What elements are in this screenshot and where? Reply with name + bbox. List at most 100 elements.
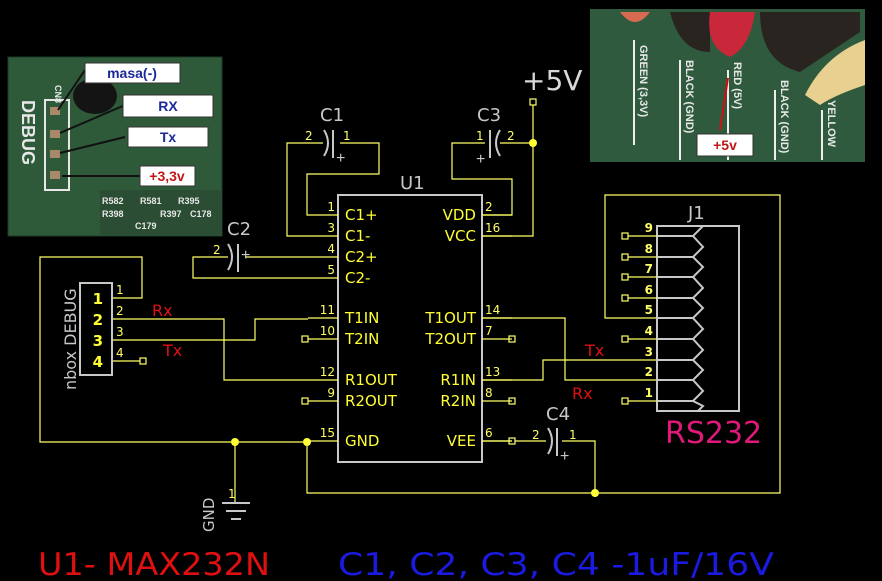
rs232-label: RS232 [665,416,762,451]
callout-tx: Tx [160,129,177,145]
c4-pin-b: 1 [569,428,577,442]
silk-r581: R581 [140,196,162,206]
c3-pin-a: 1 [476,129,484,143]
u1-pin-name: VCC [445,227,476,245]
u1-pin-name: C2+ [345,248,378,266]
silk-r582: R582 [102,196,124,206]
j1-zigzag [691,225,706,412]
silk-black-2: BLACK (GND) [778,80,790,154]
silk-black-1: BLACK (GND) [683,60,695,134]
photo-power-connector: GREEN (3,3V) BLACK (GND) RED (5V) BLACK … [590,9,865,162]
callout-3v3: +3,3v [149,168,185,184]
u1-pin-number: 8 [485,386,493,400]
ic-note: U1- MAX232N [38,547,270,581]
u1-pin-number: 15 [320,426,335,440]
u1-pin-number: 14 [485,303,500,317]
debug-pin-label: 2 [93,311,103,329]
callout-5v: +5v [713,137,737,153]
debug-pin-label: 3 [93,332,103,350]
unconnected-terminal [621,273,629,281]
u1-pin-name: T1IN [344,309,379,327]
c3-ref: C3 [477,105,501,126]
u1-pin-number: 13 [485,365,500,379]
unconnected-terminal [621,232,629,240]
u1-pin-number: 3 [327,221,335,235]
unconnected-terminal [508,335,516,343]
tx-label-left: Tx [162,341,182,360]
capacitor-c2: C2 2 + [213,219,251,272]
u1-pin-name: C1- [345,227,370,245]
u1-pin-number: 6 [485,426,493,440]
plus-icon: + [336,150,345,167]
u1-pin-number: 9 [327,386,335,400]
vcc-terminal [529,98,537,106]
debug-connector-label: nbox DEBUG [61,288,80,390]
u1-pin-number: 12 [320,365,335,379]
unconnected-terminal [621,253,629,261]
debug-pin-number: 1 [116,283,124,297]
j1-pin-number: 2 [645,365,653,379]
capacitor-c4: C4 2 1 + [532,404,577,465]
vcc-label: +5V [522,64,582,97]
unconnected-terminal [621,397,629,405]
callout-rx: RX [158,98,178,114]
j1-pin-number: 4 [645,324,653,338]
u1-pin-number: 1 [327,200,335,214]
unconnected-terminal [301,335,309,343]
j1-pin-number: 6 [645,283,653,297]
plus-icon: + [476,151,485,168]
silk-r395: R395 [178,196,200,206]
u1-pin-name: R2IN [440,392,476,410]
photo-debug-header: DEBUG CN8 R582 R581 R395 R398 R397 C178 … [7,56,223,237]
unconnected-terminal [621,335,629,343]
j1-pin-number: 3 [645,345,653,359]
gnd-label: GND [200,498,218,532]
silk-c178: C178 [190,209,212,219]
j1-ref: J1 [687,203,705,224]
rx-label-right: Rx [572,384,593,403]
u1-pin-number: 4 [327,242,335,256]
plus-icon: + [560,448,569,465]
unconnected-terminal [621,294,629,302]
unconnected-terminal [508,397,516,405]
c4-ref: C4 [546,404,570,425]
silk-yellow: YELLOW [825,100,837,148]
debug-pin-number: 3 [116,325,124,339]
j1-pin-number: 8 [645,242,653,256]
capacitor-note: C1, C2, C3, C4 -1uF/16V [338,547,774,581]
j1-pin-number: 5 [645,303,653,317]
debug-pin-number: 2 [116,304,124,318]
c1-pin-b: 1 [343,129,351,143]
j1-pin-number: 1 [645,386,653,400]
silk-c179: C179 [135,221,157,231]
ground-symbol: 1 GND [200,487,250,532]
u1-pin-number: 7 [485,324,493,338]
c4-pin-a: 2 [532,428,540,442]
u1-pin-name: T1OUT [424,309,476,327]
gnd-pin: 1 [228,487,236,501]
u1-pin-name: GND [345,432,379,450]
u1-pin-number: 10 [320,324,335,338]
silk-r397: R397 [160,209,182,219]
u1-ref: U1 [400,173,425,194]
u1-pin-name: VEE [447,432,476,450]
j1-pin-number: 7 [645,262,653,276]
debug-pin-label: 1 [93,290,103,308]
arrow-icon [719,77,729,131]
c1-ref: C1 [320,105,344,126]
callout-masa: masa(-) [107,65,157,81]
c2-pin-a: 2 [213,243,221,257]
u1-pin-name: C1+ [345,206,378,224]
u1-pin-number: 2 [485,200,493,214]
tx-label-right: Tx [584,341,604,360]
silk-green: GREEN (3,3V) [637,45,649,117]
u1-pin-number: 5 [327,263,335,277]
silk-cn8: CN8 [53,85,63,103]
silk-r398: R398 [102,209,124,219]
c3-pin-b: 2 [507,129,515,143]
